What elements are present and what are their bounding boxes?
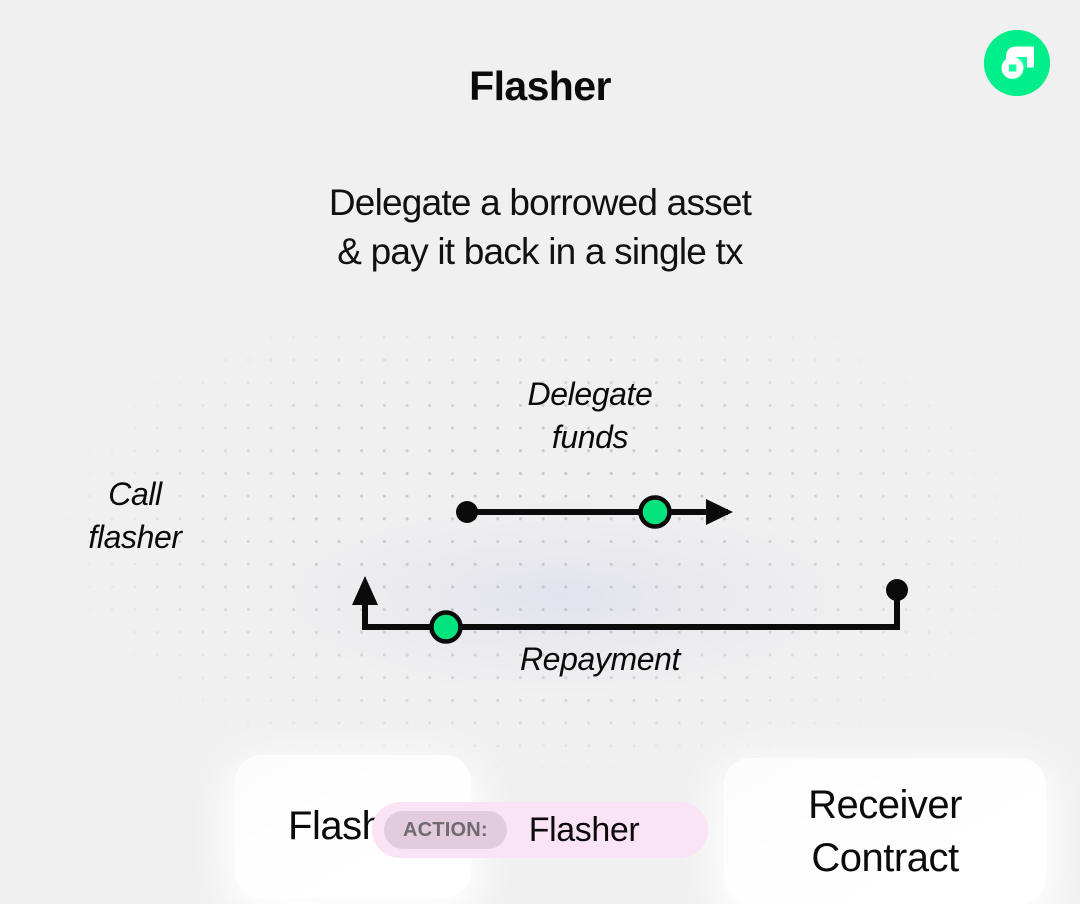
page-subtitle-line-1: Delegate a borrowed asset — [328, 182, 752, 223]
label-call-flasher-line-1: Call — [108, 476, 162, 512]
edge-source-dot — [456, 501, 478, 523]
action-badge-value: Flasher — [528, 810, 640, 849]
page-title: Flasher — [469, 63, 611, 109]
accent-node-repayment — [429, 610, 463, 644]
label-delegate-funds-line-2: funds — [551, 419, 629, 455]
label-delegate-funds: Delegate funds — [470, 373, 710, 459]
label-delegate-funds-line-1: Delegate — [527, 376, 653, 412]
label-repayment: Repayment — [519, 641, 681, 677]
node-receiver-contract-label: Receiver Contract — [808, 779, 962, 885]
diagram-connectors — [352, 495, 908, 644]
edge-source-dot — [886, 579, 908, 601]
page-subtitle-line-2: & pay it back in a single tx — [337, 231, 743, 272]
edge-repayment — [352, 576, 908, 644]
label-call-flasher: Call flasher — [35, 473, 235, 559]
action-badge-key: ACTION: — [384, 811, 507, 849]
flow-diagram: Flasher Receiver Contract Call flasher D… — [0, 318, 1080, 904]
node-receiver-label-line-2: Contract — [811, 835, 959, 880]
flow-logo-icon — [984, 30, 1050, 96]
node-receiver-contract[interactable]: Receiver Contract — [725, 759, 1045, 904]
edge-delegate-funds — [456, 495, 733, 529]
accent-node-delegate — [638, 495, 672, 529]
dot-grid-background — [0, 318, 1080, 768]
node-receiver-label-line-1: Receiver — [808, 782, 962, 827]
action-badge: ACTION: Flasher — [372, 802, 708, 858]
label-call-flasher-line-2: flasher — [88, 519, 182, 555]
page-subtitle: Delegate a borrowed asset & pay it back … — [0, 178, 1080, 276]
